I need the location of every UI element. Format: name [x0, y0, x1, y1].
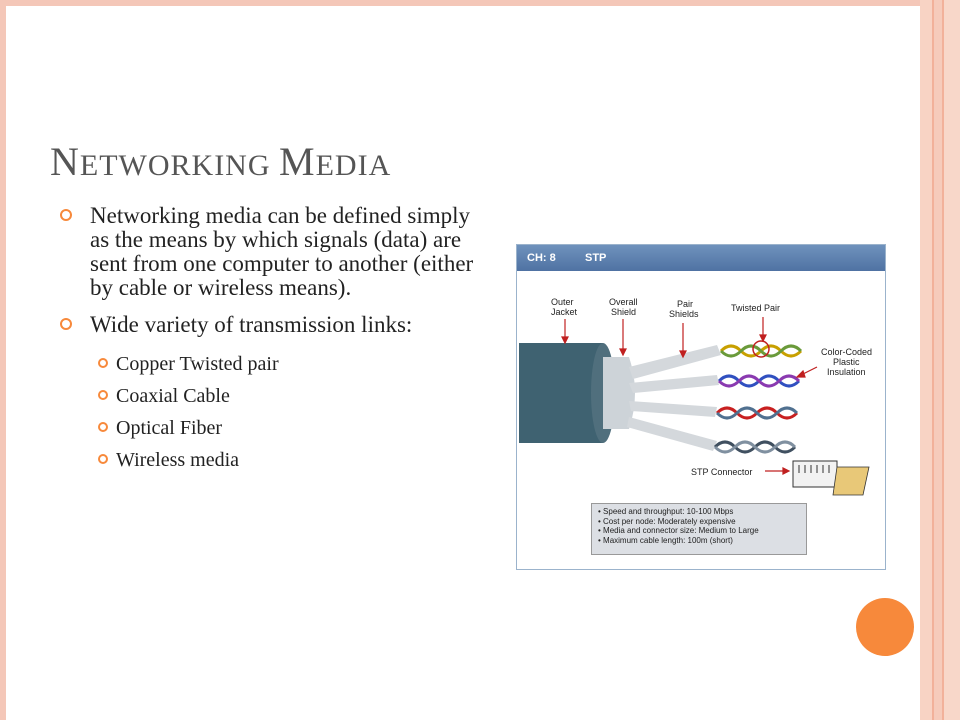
bullet-list: Networking media can be defined simply a…	[60, 204, 480, 481]
pair-shield	[627, 417, 717, 451]
bullet-icon	[98, 358, 108, 368]
svg-text:STP Connector: STP Connector	[691, 467, 752, 477]
svg-text:Shields: Shields	[669, 309, 699, 319]
svg-text:Overall: Overall	[609, 297, 638, 307]
slide-title: Networking Media	[50, 139, 392, 184]
svg-text:Pair: Pair	[677, 299, 693, 309]
highlight-circle	[752, 340, 770, 358]
overall-shield	[603, 357, 635, 429]
slide-frame	[0, 0, 926, 720]
bullet-item: Wide variety of transmission links:	[60, 313, 480, 337]
stp-spec-box: Speed and throughput: 10-100 Mbps Cost p…	[591, 503, 807, 555]
cable-illustration: Outer Jacket Overall Shield Pair Shields…	[519, 297, 872, 496]
svg-text:Jacket: Jacket	[551, 307, 578, 317]
twisted-wire	[715, 406, 799, 420]
bullet-item: Networking media can be defined simply a…	[60, 204, 480, 300]
pair-shield	[629, 375, 719, 393]
twisted-wire	[713, 440, 797, 454]
sub-bullet-item: Copper Twisted pair	[60, 353, 480, 375]
bullet-icon	[60, 209, 72, 221]
pair-shield	[629, 401, 717, 417]
pair-shield	[629, 345, 721, 379]
svg-text:Outer: Outer	[551, 297, 574, 307]
stp-cable-diagram: CH: 8 STP Outer Jacket	[516, 244, 886, 570]
twisted-wire	[719, 344, 803, 358]
diagram-header: CH: 8 STP	[517, 245, 885, 271]
connector-cable	[832, 466, 870, 496]
svg-text:Plastic: Plastic	[833, 357, 860, 367]
svg-text:Color-Coded: Color-Coded	[821, 347, 872, 357]
decorative-side-bars	[920, 0, 960, 720]
svg-text:Twisted Pair: Twisted Pair	[731, 303, 780, 313]
outer-jacket	[519, 343, 613, 443]
twisted-wire	[717, 374, 801, 388]
bullet-icon	[98, 390, 108, 400]
bullet-icon	[98, 454, 108, 464]
bullet-icon	[98, 422, 108, 432]
sub-bullet-item: Optical Fiber	[60, 417, 480, 439]
sub-bullet-item: Coaxial Cable	[60, 385, 480, 407]
stp-connector	[792, 460, 838, 488]
sub-bullet-item: Wireless media	[60, 449, 480, 471]
bullet-icon	[60, 318, 72, 330]
svg-text:Shield: Shield	[611, 307, 636, 317]
decorative-orange-circle	[856, 598, 914, 656]
svg-text:Insulation: Insulation	[827, 367, 866, 377]
